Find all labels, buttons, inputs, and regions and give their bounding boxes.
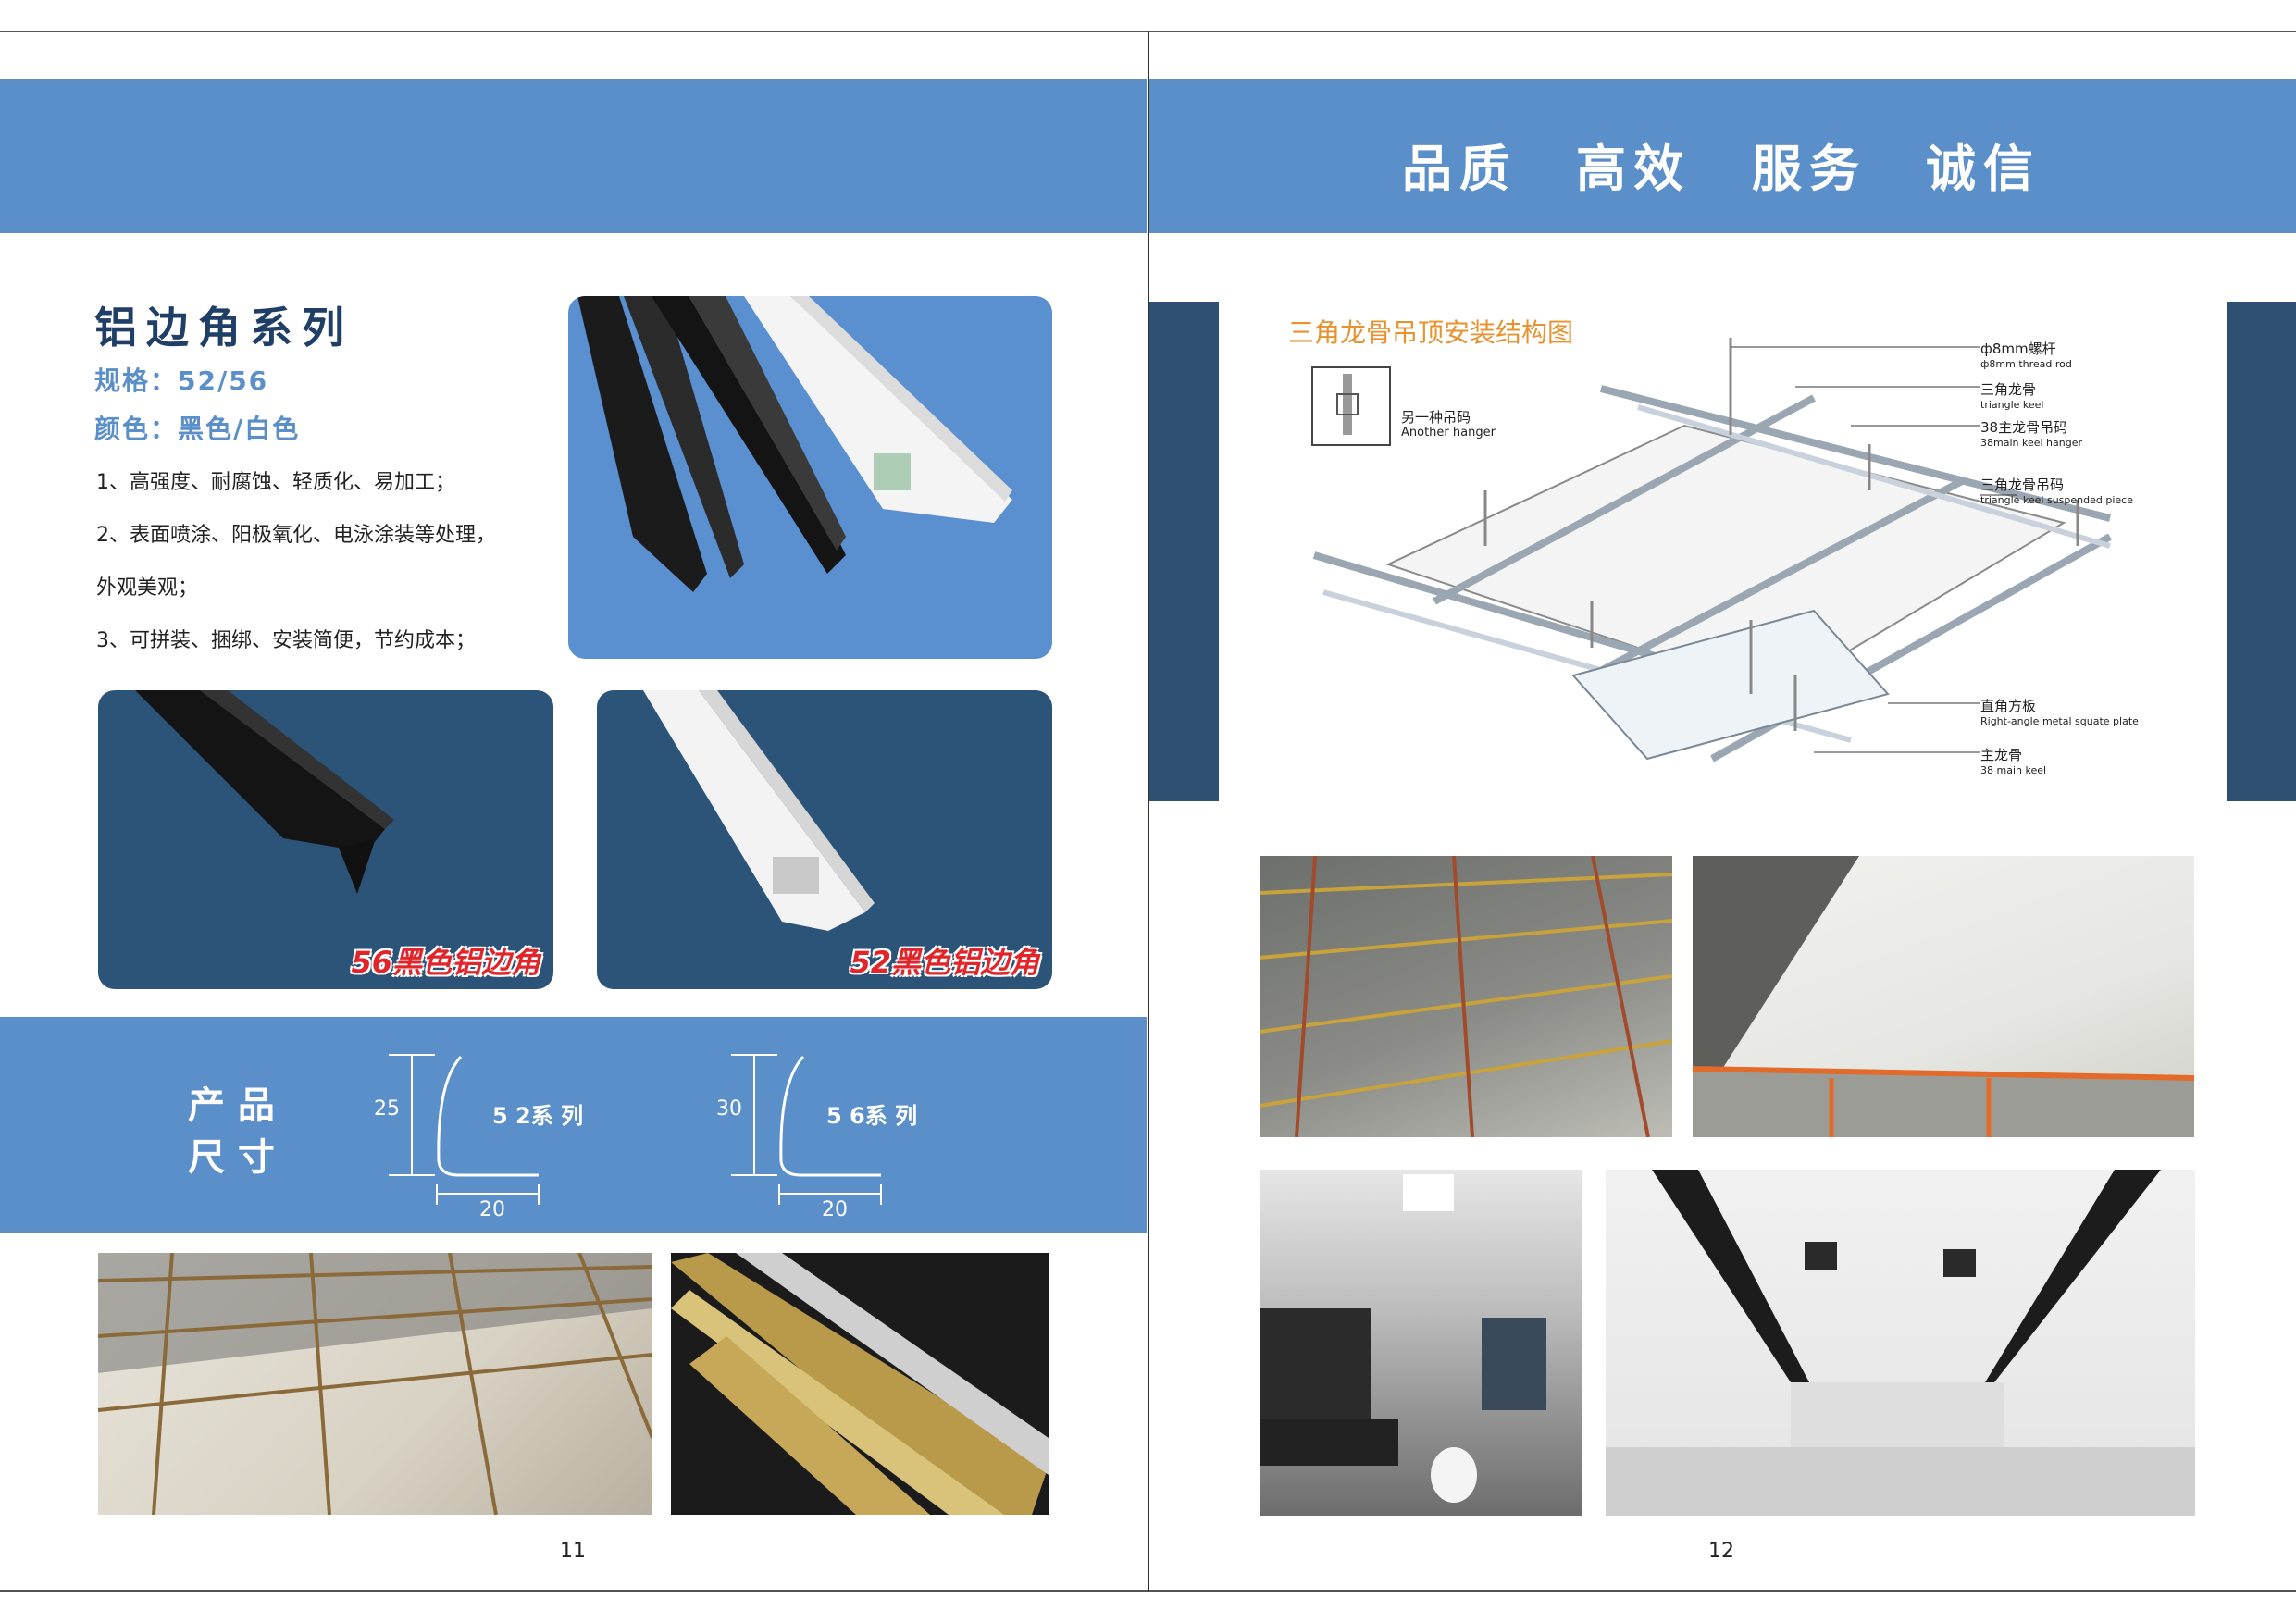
black-corner-bead-photo: 56黑色铝边角 (98, 690, 553, 989)
diagram-title: 三角龙骨吊顶安装结构图 (1288, 317, 1574, 348)
profile-56-drawing (731, 1054, 882, 1205)
slogan-integrity: 诚信 (1926, 140, 2041, 198)
profile-52-label: 5 2系 列 (492, 1103, 584, 1129)
gold-keel-photo (671, 1253, 1049, 1515)
white-corner-bead-label: 52黑色铝边角 (850, 945, 1039, 980)
profile-56-width: 20 (822, 1198, 848, 1221)
black-corner-bead-label: 56黑色铝边角 (351, 945, 540, 980)
feature-1: 1、高强度、耐腐蚀、轻质化、易加工； (96, 471, 455, 494)
feature-3: 3、可拼装、捆绑、安装简便，节约成本； (96, 629, 476, 652)
series-title: 铝边角系列 (94, 303, 354, 353)
profile-52-width: 20 (479, 1198, 505, 1221)
slogan-efficiency: 高效 (1576, 140, 1691, 198)
profile-52-drawing (389, 1054, 540, 1205)
dimensions-band (0, 1017, 1147, 1233)
feature-2: 2、表面喷涂、阳极氧化、电泳涂装等处理， (96, 524, 496, 547)
right-page-number: 12 (1708, 1540, 1734, 1563)
kitchen-ceiling-photo (1606, 1170, 2195, 1516)
ceiling-frame-photo (1693, 856, 2194, 1137)
callout-main-keel-hanger: 38主龙骨吊码 38main keel hanger (1980, 419, 2082, 449)
bathroom-photo (1260, 1170, 1582, 1516)
center-fold (1148, 31, 1149, 1592)
right-page-side-bar-left (1149, 302, 1219, 801)
color-line: 颜色：黑色/白色 (94, 414, 301, 444)
spec-line: 规格：52/56 (94, 365, 269, 396)
white-corner-bead-photo: 52黑色铝边角 (597, 690, 1052, 989)
left-header-band (0, 79, 1147, 233)
ceiling-structure-diagram (1312, 338, 2112, 762)
slogan-service: 服务 (1752, 140, 1867, 198)
slogan-quality: 品质 (1402, 140, 1517, 198)
slogan: 品质 高效 服务 诚信 (1402, 128, 2050, 198)
corner-bead-photo-main (568, 296, 1052, 659)
right-page-side-bar-right (2227, 302, 2296, 801)
profile-56-label: 5 6系 列 (826, 1103, 918, 1129)
callout-main-keel: 主龙骨 38 main keel (1980, 747, 2047, 776)
callout-triangle-keel-piece: 三角龙骨吊码 triangle keel suspended piece (1980, 477, 2133, 506)
ceiling-grid-photo (98, 1253, 652, 1515)
dimensions-heading-1: 产 品 (188, 1084, 275, 1127)
callout-square-plate: 直角方板 Right-angle metal squate plate (1980, 698, 2139, 727)
left-page-number: 11 (560, 1540, 586, 1563)
profile-56-height: 30 (716, 1097, 742, 1121)
right-header-band (1149, 79, 2296, 233)
alt-hanger-label-en: Another hanger (1401, 426, 1496, 440)
callout-triangle-keel: 三角龙骨 triangle keel (1980, 381, 2044, 411)
alt-hanger-label-cn: 另一种吊码 (1401, 409, 1471, 426)
alt-hanger-inset (1311, 366, 1391, 446)
feature-2-cont: 外观美观； (96, 576, 199, 600)
dimensions-heading-2: 尺 寸 (188, 1136, 275, 1179)
callout-thread-rod: ф8mm螺杆 ф8mm thread rod (1980, 341, 2072, 370)
ceiling-install-photo (1260, 856, 1672, 1137)
profile-52-height: 25 (374, 1097, 400, 1121)
